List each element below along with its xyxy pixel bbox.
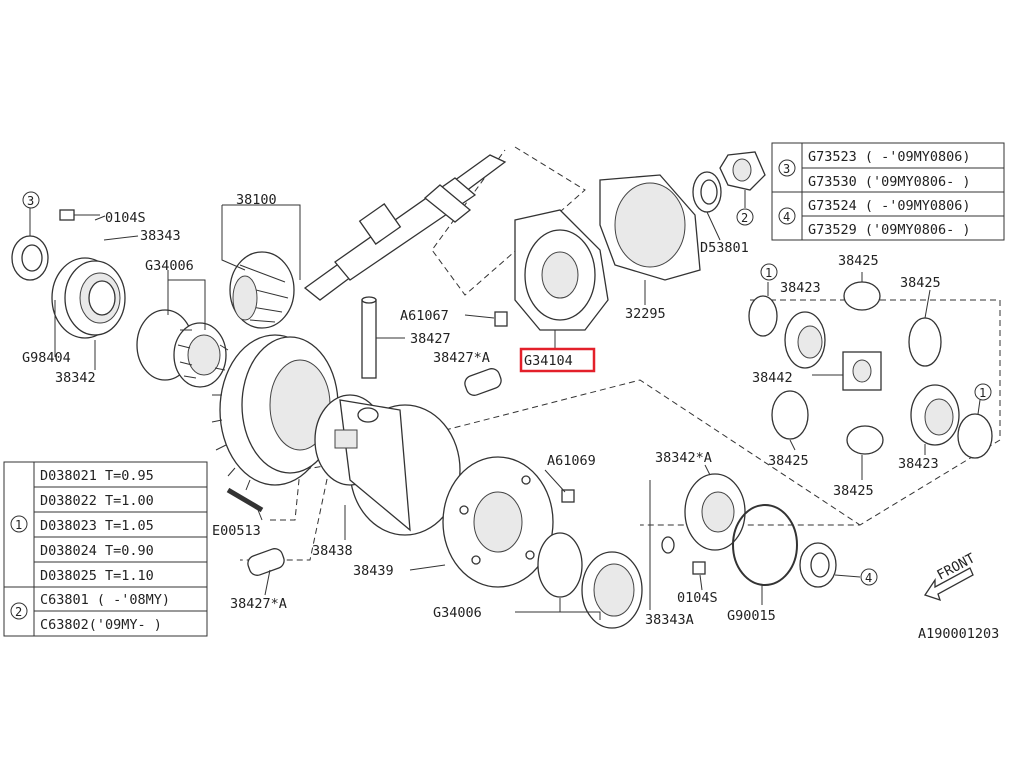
label-38425-top: 38425: [838, 253, 879, 269]
table-right-row-1: G73523 ( -'09MY0806): [808, 149, 971, 165]
lock-plate-38343a: [661, 536, 675, 554]
circle-marker-1-right-top: [760, 263, 778, 281]
label-32295: 32295: [625, 306, 666, 322]
part-labels: 38100 0104S 38343 3 G34006 G98404 38342 …: [22, 191, 999, 642]
ring-gear-38439: [442, 456, 554, 588]
label-38438: 38438: [312, 543, 353, 559]
label-38427: 38427: [410, 331, 451, 347]
highlight-box-g34104: [519, 347, 596, 373]
left-bearing-cup-gear: [51, 257, 126, 339]
label-marker-1-right-bottom: 1: [979, 386, 986, 400]
spider-gear-assembly: [748, 281, 993, 459]
label-38342: 38342: [55, 370, 96, 386]
table-right-marker-4: 4: [783, 210, 790, 224]
table-left-row-3: D038023 T=1.05: [40, 518, 154, 534]
label-g98404: G98404: [22, 350, 71, 366]
table-left-row-2: D038022 T=1.00: [40, 493, 154, 509]
label-38439: 38439: [353, 563, 394, 579]
label-marker-3-left: 3: [27, 194, 34, 208]
differential-case-38438: [314, 394, 461, 536]
right-taper-bearing: [537, 532, 643, 629]
bolt-0104s-bottom: [692, 561, 706, 575]
label-0104s-bottom: 0104S: [677, 590, 718, 606]
label-38442: 38442: [752, 370, 793, 386]
table-left-marker-1: 1: [15, 518, 22, 532]
dashed-boundary-upper: [431, 146, 586, 296]
label-38343: 38343: [140, 228, 181, 244]
table-right-row-2: G73530 ('09MY0806- ): [808, 174, 971, 190]
label-38425-left: 38425: [768, 453, 809, 469]
label-g34006-top: G34006: [145, 258, 194, 274]
label-38425-bottom: 38425: [833, 483, 874, 499]
label-g34006-bottom: G34006: [433, 605, 482, 621]
table-right-seal-codes: 3 G73523 ( -'09MY0806) G73530 ('09MY0806…: [771, 142, 1005, 241]
label-0104s-top: 0104S: [105, 210, 146, 226]
nut-2: [719, 151, 766, 191]
table-left-shim-codes: 1 D038021 T=0.95 D038022 T=1.00 D038023 …: [3, 461, 208, 637]
dashed-boundary-right: [640, 299, 1001, 526]
drive-pinion-shaft-38100: [229, 154, 507, 329]
pin-38427: [361, 296, 377, 379]
leader-lines: [29, 190, 981, 620]
pin-38427-a-bottom: [247, 548, 285, 576]
pin-38427-a-top: [464, 368, 502, 396]
bolt-a61067: [494, 311, 508, 327]
diff-side-cover-g34104: [514, 209, 609, 331]
figure-id: A190001203: [918, 626, 999, 642]
label-38423-bottom: 38423: [898, 456, 939, 472]
label-d53801: D53801: [700, 240, 749, 256]
label-38100: 38100: [236, 192, 277, 208]
label-38427-a-top: 38427*A: [433, 350, 490, 366]
ring-gear: [211, 334, 339, 491]
table-left-marker-2: 2: [15, 605, 22, 619]
gear-38342-a: [684, 473, 746, 551]
o-ring-g90015: [732, 504, 798, 586]
label-marker-1-right-top: 1: [765, 266, 772, 280]
left-bolt: [59, 209, 100, 221]
left-taper-bearing: [136, 309, 227, 388]
circle-marker-2-top: [736, 208, 754, 226]
table-right-row-3: G73524 ( -'09MY0806): [808, 198, 971, 214]
label-a61067: A61067: [400, 308, 449, 324]
label-38425-right: 38425: [900, 275, 941, 291]
bolt-a61069: [561, 489, 575, 503]
label-38427-a-bottom: 38427*A: [230, 596, 287, 612]
label-g34104-highlighted[interactable]: G34104: [524, 353, 573, 369]
table-right-row-4: G73529 ('09MY0806- ): [808, 222, 971, 238]
label-38423-top: 38423: [780, 280, 821, 296]
label-38343a: 38343A: [645, 612, 694, 628]
label-a61069: A61069: [547, 453, 596, 469]
dashed-boundary-pin: [240, 464, 331, 561]
gasket-32295: [599, 174, 701, 281]
circle-marker-4-bottom: [860, 568, 878, 586]
table-left-row-7: C63802('09MY- ): [40, 617, 162, 633]
table-left-row-5: D038025 T=1.10: [40, 568, 154, 584]
front-arrow-icon: [923, 567, 974, 602]
label-marker-2-top: 2: [741, 211, 748, 225]
seal-4: [799, 542, 837, 588]
label-e00513: E00513: [212, 523, 261, 539]
circle-marker-3-left: [22, 191, 40, 209]
label-marker-4-bottom: 4: [865, 571, 872, 585]
circle-marker-1-right-bottom: [974, 383, 992, 401]
left-seal-ring: [11, 235, 49, 281]
table-left-row-1: D038021 T=0.95: [40, 468, 154, 484]
table-left-row-4: D038024 T=0.90: [40, 543, 154, 559]
table-right-marker-3: 3: [783, 162, 790, 176]
label-38342-a: 38342*A: [655, 450, 712, 466]
table-left-row-6: C63801 ( -'08MY): [40, 592, 170, 608]
pin-e00513: [226, 487, 264, 513]
label-g90015: G90015: [727, 608, 776, 624]
washer-d53801: [692, 171, 722, 213]
